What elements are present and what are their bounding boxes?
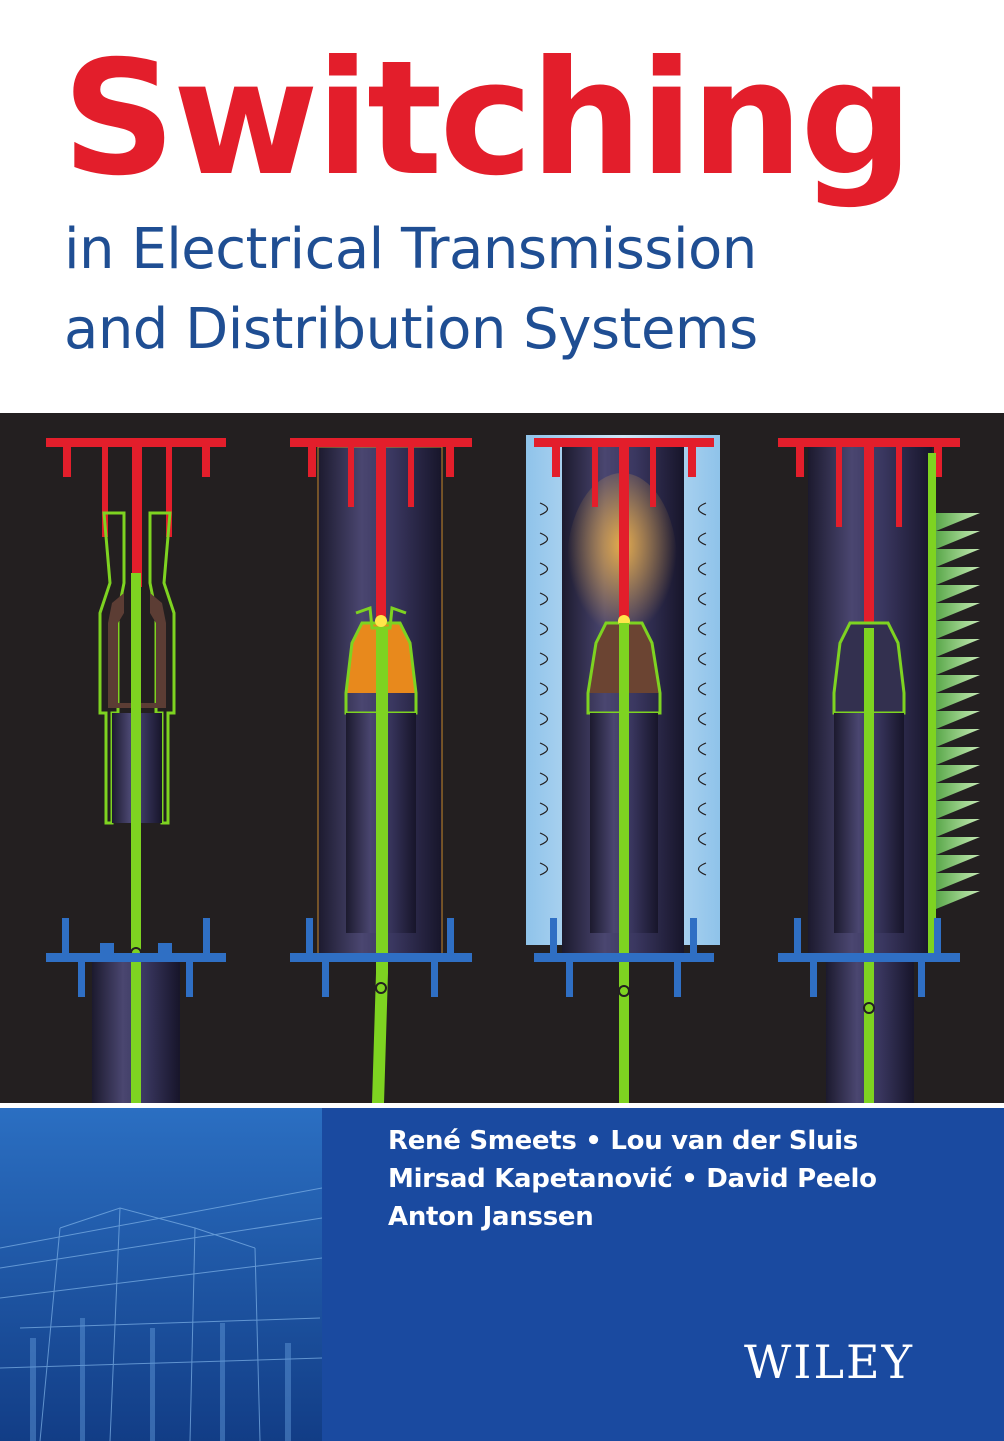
author-line-2: Mirsad Kapetanović • David Peelo — [388, 1164, 877, 1194]
author-line-1: René Smeets • Lou van der Sluis — [388, 1126, 858, 1156]
cover-illustration — [0, 413, 1004, 1103]
subtitle-line-1: in Electrical Transmission — [64, 217, 757, 282]
breaker-1 — [46, 438, 226, 1103]
author-line-3: Anton Janssen — [388, 1202, 594, 1232]
subtitle-line-2: and Distribution Systems — [64, 297, 758, 362]
substation-photo — [0, 1108, 322, 1441]
breaker-4 — [778, 438, 980, 1103]
publisher-logo: WILEY — [744, 1335, 914, 1389]
breaker-3 — [526, 435, 720, 1103]
book-title: Switching — [62, 27, 913, 211]
author-band: René Smeets • Lou van der Sluis Mirsad K… — [0, 1108, 1004, 1441]
title-block: Switching in Electrical Transmission and… — [0, 0, 1004, 412]
breaker-2 — [290, 438, 472, 1103]
divider-band — [0, 1103, 1004, 1108]
author-list: René Smeets • Lou van der Sluis Mirsad K… — [388, 1122, 877, 1236]
